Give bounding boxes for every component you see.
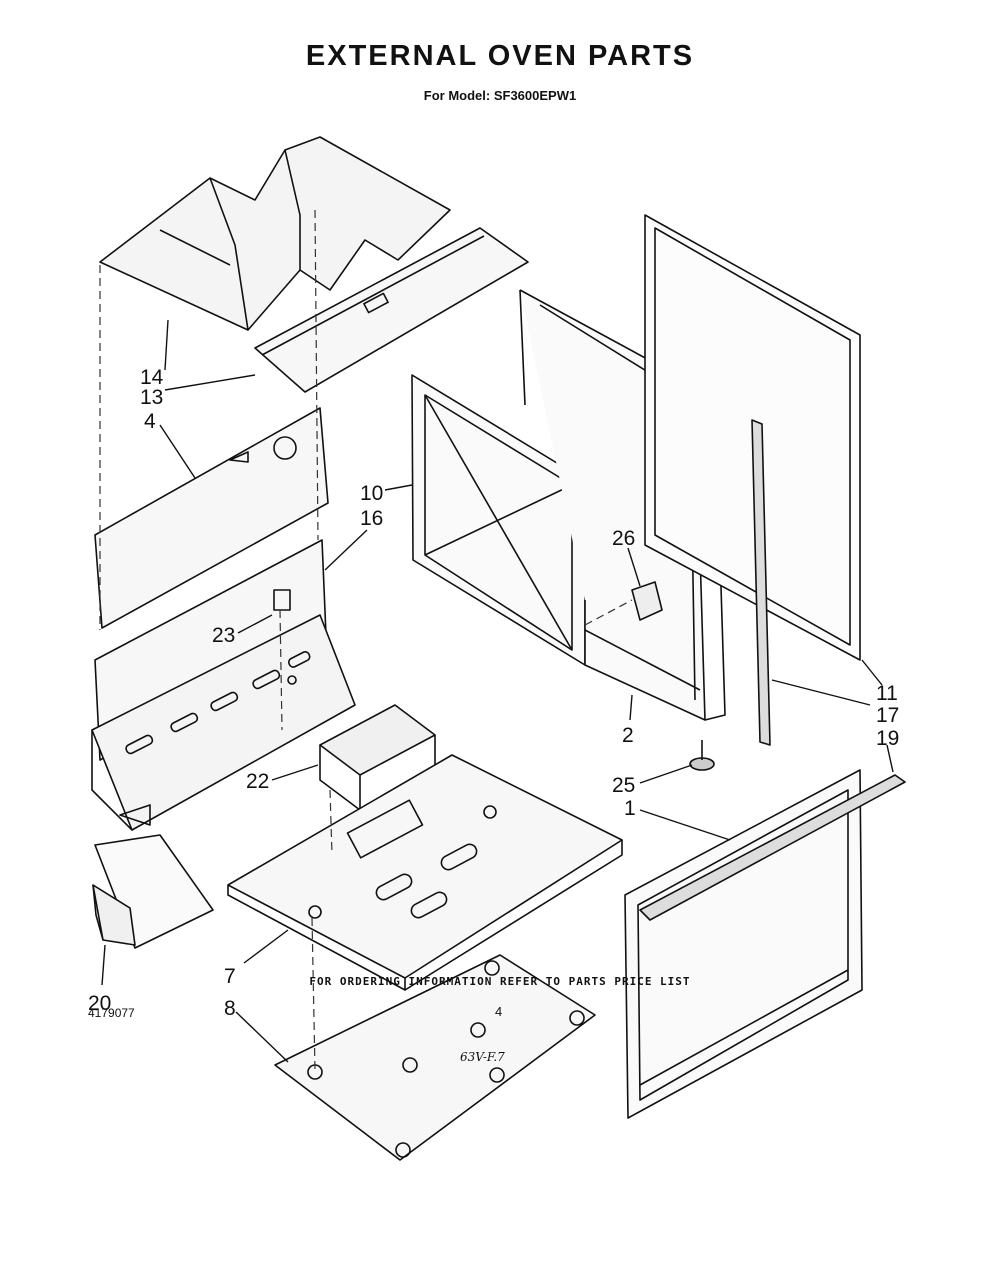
- callout-14: 14: [140, 366, 164, 389]
- bracket-part-20: [92, 834, 214, 949]
- leader-2: [629, 694, 633, 721]
- ordering-info-note: FOR ORDERING INFORMATION REFER TO PARTS …: [309, 975, 691, 988]
- leader-19: [886, 744, 894, 773]
- callout-4: 4: [144, 410, 156, 433]
- document-number: 4179077: [88, 1006, 135, 1020]
- component-part-25: [689, 740, 715, 771]
- callout-10: 10: [360, 482, 383, 505]
- leader-14: [164, 319, 169, 371]
- callout-19: 19: [876, 727, 899, 750]
- top-cover-part-14: [99, 136, 451, 331]
- callout-11: 11: [876, 682, 898, 705]
- callout-26: 26: [612, 527, 635, 550]
- model-subtitle: For Model: SF3600EPW1: [423, 88, 577, 103]
- callout-13: 13: [140, 386, 163, 409]
- leader-4: [159, 424, 196, 479]
- lower-chassis: [91, 614, 356, 831]
- callout-20: 20: [88, 992, 111, 1015]
- leader-20: [101, 944, 106, 986]
- leader-13: [164, 374, 256, 391]
- leader-17: [771, 679, 871, 706]
- leader-1: [639, 809, 731, 841]
- rear-top-panel-part-13: [254, 227, 529, 393]
- leader-26: [627, 547, 641, 587]
- callout-2: 2: [622, 724, 634, 747]
- leader-22: [271, 764, 319, 781]
- assembly-line-23: [279, 609, 283, 731]
- inner-panel-part-10: [411, 374, 586, 666]
- leader-23: [237, 614, 273, 634]
- gasket-strip-part-17: [751, 419, 771, 746]
- callout-17: 17: [876, 704, 899, 727]
- leader-16: [324, 529, 368, 571]
- callout-7: 7: [224, 965, 236, 988]
- tray-part-7: [227, 754, 623, 991]
- callout-8: 8: [224, 997, 236, 1020]
- handle-part-19: [639, 774, 906, 921]
- callout-16: 16: [360, 507, 383, 530]
- page-number: 4: [495, 1004, 503, 1019]
- callout-22: 22: [246, 770, 269, 793]
- callout-1: 1: [624, 797, 636, 820]
- assembly-line-22: [329, 789, 333, 856]
- page-title: EXTERNAL OVEN PARTS: [305, 40, 695, 72]
- assembly-line-26: [584, 599, 633, 626]
- callout-25: 25: [612, 774, 635, 797]
- leader-10: [384, 484, 413, 491]
- leader-25: [639, 764, 693, 784]
- bottom-plate-part-8: [274, 954, 596, 1161]
- leader-7: [243, 929, 289, 964]
- bracket-part-26: [631, 581, 663, 621]
- assembly-line-center: [314, 209, 319, 541]
- handwritten-note: 63V-F.7: [460, 1050, 505, 1064]
- leader-11: [861, 659, 883, 686]
- leader-8: [235, 1011, 289, 1063]
- callout-23: 23: [212, 624, 235, 647]
